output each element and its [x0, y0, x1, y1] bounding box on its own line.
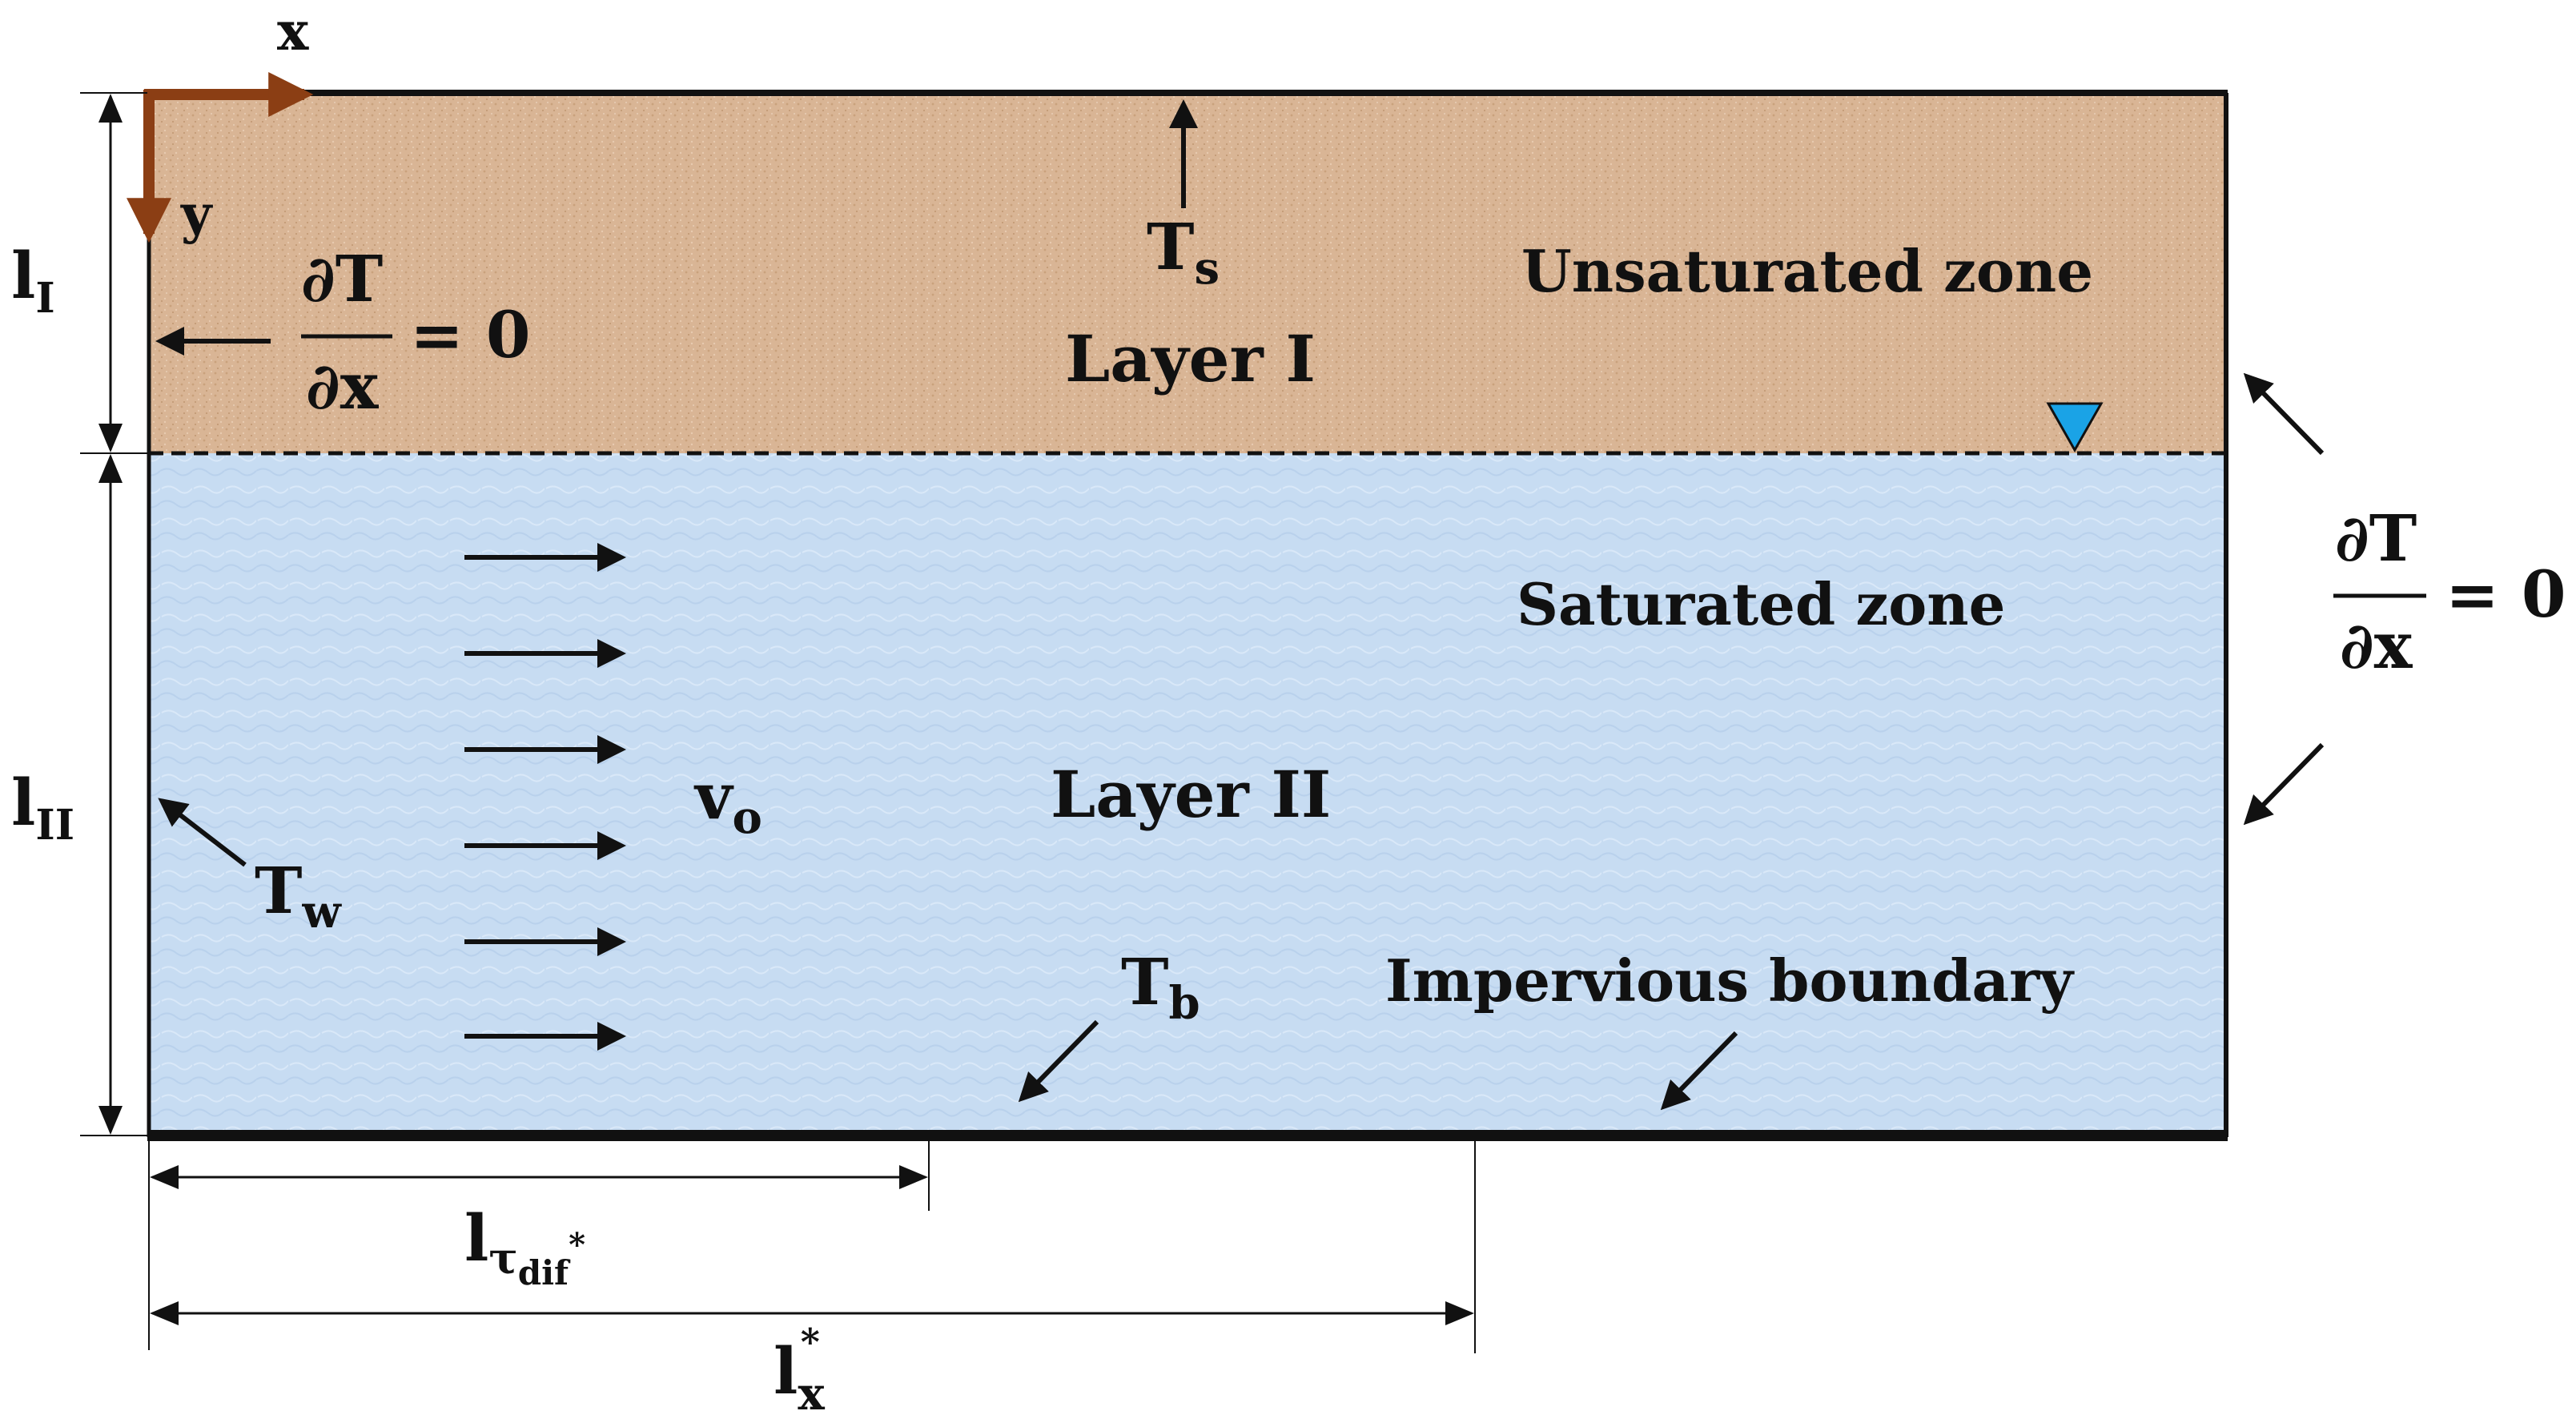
layer2-region: [149, 453, 2226, 1136]
right-bc-numerator: ∂T: [2335, 500, 2417, 576]
water-table-marker-icon: [2046, 402, 2104, 453]
tw-arrow: [158, 798, 247, 867]
left-bc-denominator: ∂x: [306, 348, 380, 424]
layer2-label: Layer II: [1051, 757, 1331, 832]
layer1-label: Layer I: [1065, 321, 1316, 396]
tb-arrow: [1018, 1019, 1099, 1103]
ts-label: Ts: [1147, 209, 1220, 295]
lx-label: lx*: [774, 1320, 825, 1421]
velocity-label: vo: [693, 758, 762, 844]
right-bc-arrow-down: [2243, 742, 2325, 826]
impervious-boundary-label: Impervious boundary: [1385, 947, 2075, 1015]
right-bc-rhs: = 0: [2445, 557, 2566, 632]
y-axis-label: y: [180, 183, 213, 245]
left-bc-numerator: ∂T: [301, 241, 383, 316]
tb-label: Tb: [1121, 944, 1200, 1030]
right-bc-denominator: ∂x: [2340, 608, 2413, 683]
l1-label: lI: [11, 238, 55, 323]
l2-label: lII: [11, 765, 74, 850]
right-bc-arrow-up: [2243, 372, 2325, 456]
x-axis-label: x: [277, 0, 309, 62]
unsaturated-zone-label: Unsaturated zone: [1521, 237, 2093, 305]
impervious-arrow: [1660, 1031, 1738, 1111]
ltau-label: lτdif*: [464, 1200, 585, 1292]
layer1-region: [149, 93, 2226, 453]
tw-label: Tw: [255, 853, 343, 939]
saturated-zone-label: Saturated zone: [1517, 570, 2005, 638]
left-bc-rhs: = 0: [410, 297, 531, 372]
